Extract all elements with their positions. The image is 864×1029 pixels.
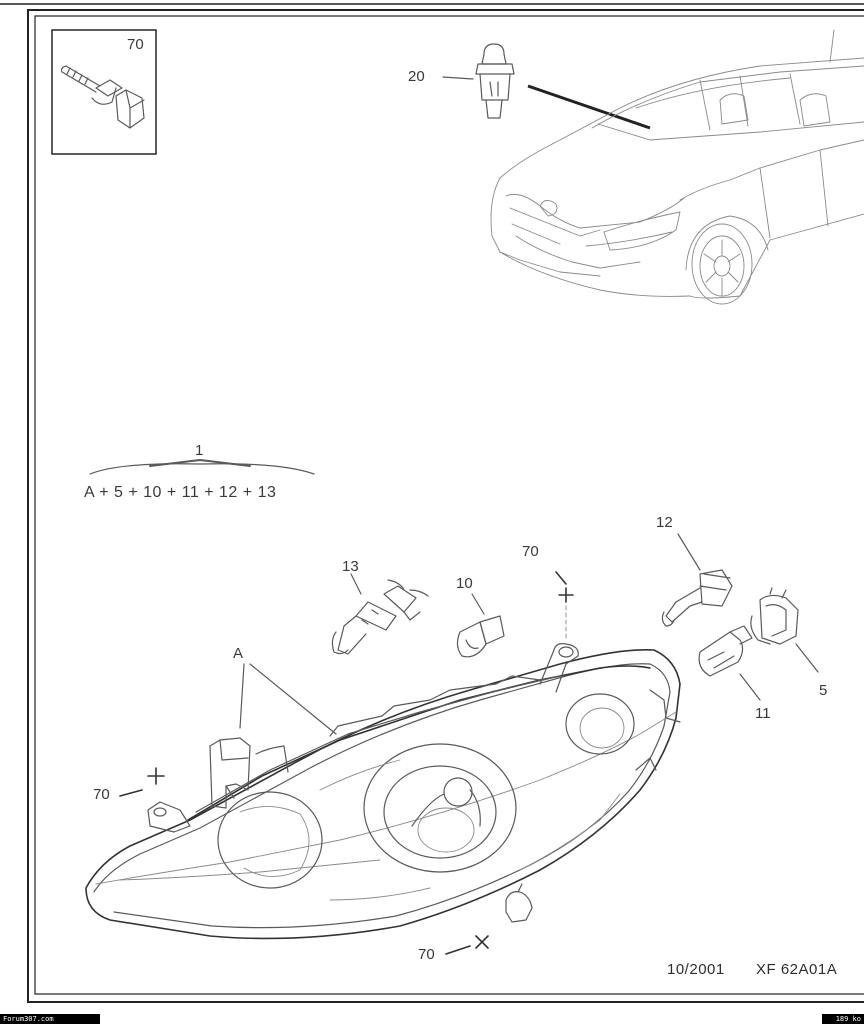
callout-bulb-11: 11 bbox=[755, 705, 771, 722]
screw-top-plus-icon bbox=[555, 571, 574, 603]
callout-bulb-13: 13 bbox=[342, 558, 359, 575]
callout-inset-screw: 70 bbox=[127, 36, 144, 53]
sheet-border bbox=[0, 3, 864, 1003]
screw-bottom-cross-icon bbox=[445, 935, 489, 955]
headlamp-assembly bbox=[85, 643, 681, 940]
callout-screw-bottom: 70 bbox=[418, 946, 435, 963]
bulb-20-pointer bbox=[527, 84, 651, 130]
screw-left-plus-icon bbox=[119, 767, 165, 797]
inset-screw-box bbox=[51, 29, 157, 155]
watermark-size: 189 ko bbox=[822, 1014, 864, 1024]
callout-screw-left: 70 bbox=[93, 786, 110, 803]
bulb-12-icon bbox=[661, 533, 733, 627]
footer-date: 10/2001 bbox=[667, 961, 725, 978]
footer-reference: XF 62A01A bbox=[756, 961, 838, 978]
bulb-10-icon bbox=[456, 593, 505, 658]
callout-assembly: 1 bbox=[195, 442, 204, 459]
callout-bulb-10: 10 bbox=[456, 575, 473, 592]
car-illustration bbox=[490, 29, 864, 305]
watermark-site: Forum307.com bbox=[0, 1014, 100, 1024]
callout-holder-5: 5 bbox=[819, 682, 828, 699]
callout-group-a: A bbox=[233, 645, 244, 662]
bulb-11-icon bbox=[698, 625, 761, 701]
group-a-leaders bbox=[239, 663, 337, 735]
holder-5-icon bbox=[750, 587, 819, 673]
assembly-brace bbox=[89, 459, 315, 475]
callout-bulb-20: 20 bbox=[408, 68, 425, 85]
bulb-13-icon bbox=[331, 573, 429, 655]
callout-bulb-12: 12 bbox=[656, 514, 673, 531]
screw-70-icon bbox=[60, 65, 145, 129]
callout-screw-top: 70 bbox=[522, 543, 539, 560]
bulb-20-icon bbox=[442, 43, 515, 119]
assembly-formula: A + 5 + 10 + 11 + 12 + 13 bbox=[84, 484, 277, 501]
